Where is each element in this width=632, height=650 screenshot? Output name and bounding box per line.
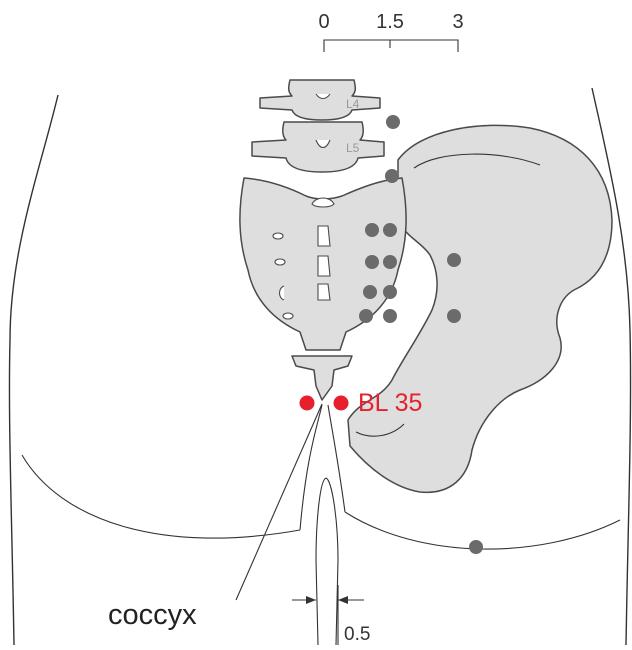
reference-point [365,223,379,237]
reference-point [447,253,461,267]
label-l5: L5 [346,141,360,155]
scale-tick-3: 3 [452,11,463,33]
reference-point [383,309,397,323]
scale-tick-0: 0 [318,11,329,33]
vertebra-l4 [260,80,380,120]
bl35-label: BL 35 [358,389,422,417]
reference-point [359,309,373,323]
coccyx-bone [292,356,352,400]
reference-point [383,285,397,299]
distance-indicator: 0.5 [292,585,370,645]
coccyx-label: coccyx [108,599,197,631]
label-l4: L4 [346,97,360,111]
reference-point [363,285,377,299]
reference-point [447,309,461,323]
reference-point [385,169,399,183]
bl35-point-left [300,396,315,411]
reference-point [383,255,397,269]
bl35-point-right [334,396,349,411]
distance-label: 0.5 [344,624,370,645]
vertebra-l5 [252,122,384,172]
reference-point [365,255,379,269]
reference-point [383,223,397,237]
reference-point [386,115,400,129]
scale-bar: 0 1.5 3 [318,11,463,52]
scale-tick-1-5: 1.5 [376,11,404,33]
coccyx-leader-line [236,404,322,600]
reference-point [469,540,483,554]
